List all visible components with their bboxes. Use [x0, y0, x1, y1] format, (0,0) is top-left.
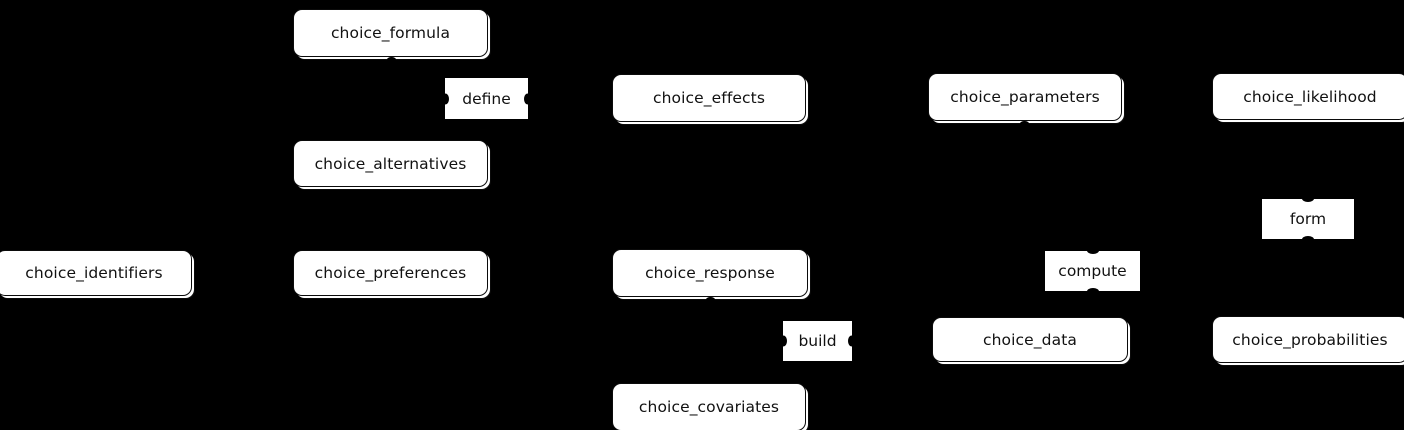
- connector-nub: [706, 297, 715, 302]
- node-label: choice_effects: [652, 89, 765, 107]
- edge-label-text: define: [462, 89, 511, 108]
- node-choice-probabilities[interactable]: choice_probabilities: [1212, 316, 1404, 363]
- node-label: choice_parameters: [950, 88, 1100, 106]
- edge-label-compute: compute: [1045, 247, 1140, 295]
- node-choice-formula[interactable]: choice_formula: [293, 9, 488, 57]
- node-label: choice_likelihood: [1243, 87, 1377, 106]
- node-label: choice_preferences: [314, 264, 467, 282]
- node-label: choice_covariates: [638, 398, 780, 416]
- node-choice-identifiers[interactable]: choice_identifiers: [0, 250, 192, 296]
- node-choice-effects[interactable]: choice_effects: [612, 74, 806, 122]
- node-label: choice_formula: [330, 24, 451, 42]
- node-choice-likelihood[interactable]: choice_likelihood: [1212, 73, 1404, 120]
- node-choice-covariates[interactable]: choice_covariates: [612, 383, 806, 430]
- edge-notch-right-icon: [848, 335, 855, 347]
- edge-notch-left-icon: [780, 335, 787, 347]
- edge-notch-left-icon: [442, 93, 449, 104]
- edge-label-text: compute: [1058, 262, 1127, 280]
- connector-nub: [704, 378, 713, 383]
- edge-label-text: form: [1289, 210, 1327, 228]
- node-choice-alternatives[interactable]: choice_alternatives: [293, 140, 488, 187]
- connector-nub: [387, 57, 396, 62]
- edge-label-form: form: [1262, 195, 1354, 243]
- edge-notch-top-icon: [1086, 247, 1099, 254]
- node-label: choice_response: [645, 264, 775, 282]
- node-label: choice_data: [983, 330, 1077, 349]
- edge-notch-bottom-icon: [1086, 288, 1099, 295]
- node-label: choice_alternatives: [314, 154, 467, 173]
- connector-nub: [1303, 311, 1312, 316]
- edge-notch-top-icon: [1302, 195, 1314, 202]
- node-label: choice_identifiers: [25, 264, 163, 282]
- node-choice-preferences[interactable]: choice_preferences: [293, 250, 488, 296]
- connector-nub: [1020, 121, 1029, 126]
- edge-label-define: define: [442, 78, 531, 119]
- edge-notch-bottom-icon: [1302, 236, 1314, 243]
- edge-notch-right-icon: [524, 93, 531, 104]
- node-choice-parameters[interactable]: choice_parameters: [928, 73, 1122, 121]
- edge-label-text: build: [798, 332, 837, 350]
- node-choice-data[interactable]: choice_data: [932, 317, 1128, 362]
- node-label: choice_probabilities: [1232, 330, 1388, 349]
- node-choice-response[interactable]: choice_response: [612, 249, 808, 297]
- edge-label-build: build: [780, 321, 855, 361]
